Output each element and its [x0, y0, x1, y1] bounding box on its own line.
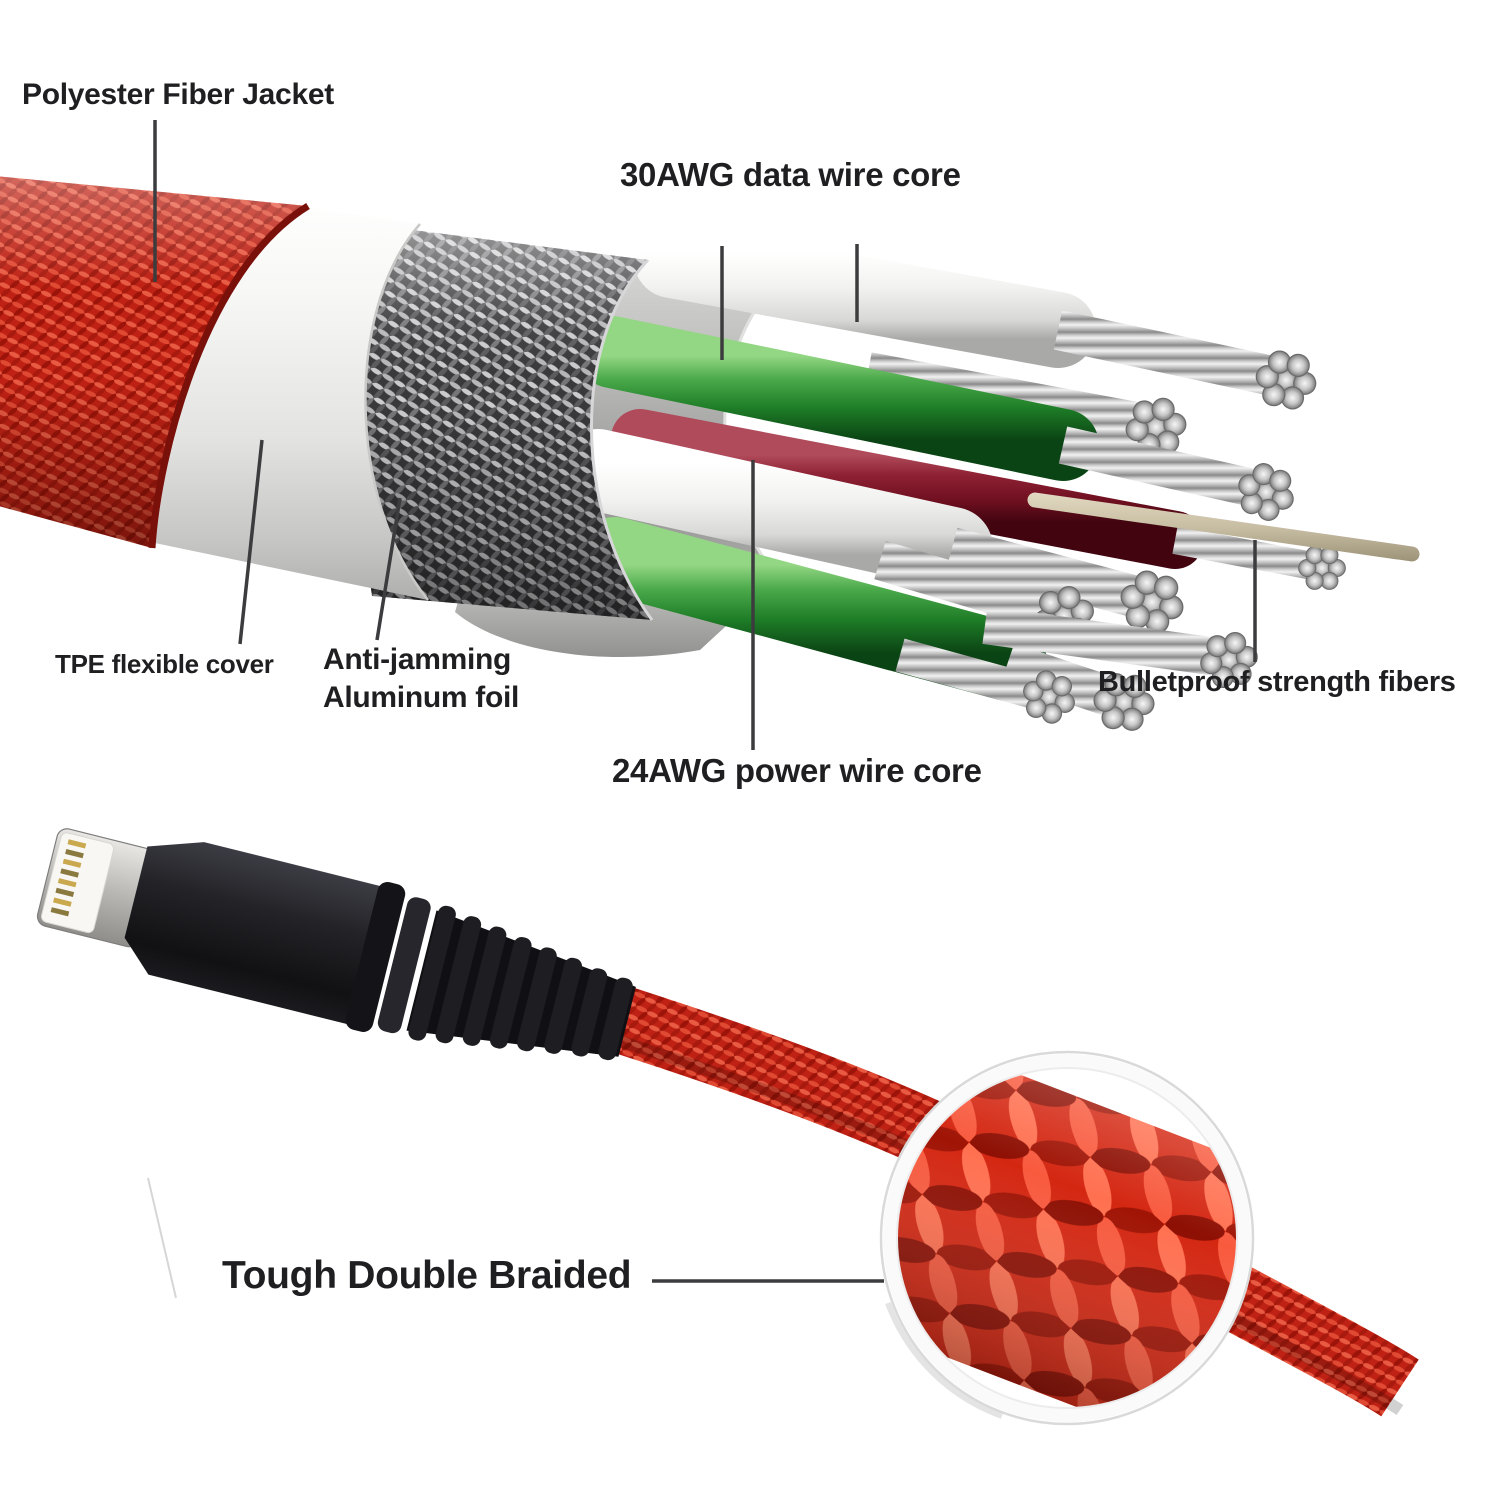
lightning-connector [36, 828, 636, 1061]
leader-lines [153, 120, 1257, 1283]
leader-foil [375, 497, 402, 641]
inner-wires [557, 222, 1420, 733]
connector-contact-plate [40, 832, 115, 934]
polyester-jacket-layer [0, 176, 310, 549]
connector-and-cable [36, 828, 1419, 1426]
label-anti-jamming-foil: Anti-jamming Aluminum foil [323, 641, 519, 717]
metal-shield-braid-layer [346, 222, 654, 621]
stray-hairline [147, 1177, 177, 1299]
connector-collar [345, 881, 406, 1032]
power-wire-maroon [611, 409, 1204, 569]
strength-fiber-rod [1027, 492, 1420, 562]
green-wire-lower [576, 517, 1047, 701]
magnifier-circle [879, 1050, 1255, 1426]
leader-tpe [238, 439, 264, 645]
strain-relief-boot [406, 905, 636, 1061]
data-wire-white-top [634, 222, 1096, 368]
label-anti-jamming-line2: Aluminum foil [323, 681, 520, 714]
magnifier-shadow [885, 1301, 1004, 1419]
connector-body [124, 842, 383, 1025]
label-strength-fibers: Bulletproof strength fibers [1098, 666, 1456, 698]
label-double-braided: Tough Double Braided [222, 1254, 632, 1297]
connector-pins [50, 839, 87, 917]
label-power-wire-core: 24AWG power wire core [612, 752, 982, 789]
label-data-wire-core: 30AWG data wire core [620, 156, 961, 193]
label-tpe-cover: TPE flexible cover [55, 649, 274, 679]
green-wire-upper [576, 316, 1099, 481]
label-anti-jamming-line1: Anti-jamming [323, 643, 512, 676]
label-polyester-jacket: Polyester Fiber Jacket [22, 78, 334, 111]
cutaway-illustration [0, 120, 1420, 1283]
connector-collar-2 [377, 897, 431, 1034]
power-wire-white-lower [557, 429, 993, 589]
